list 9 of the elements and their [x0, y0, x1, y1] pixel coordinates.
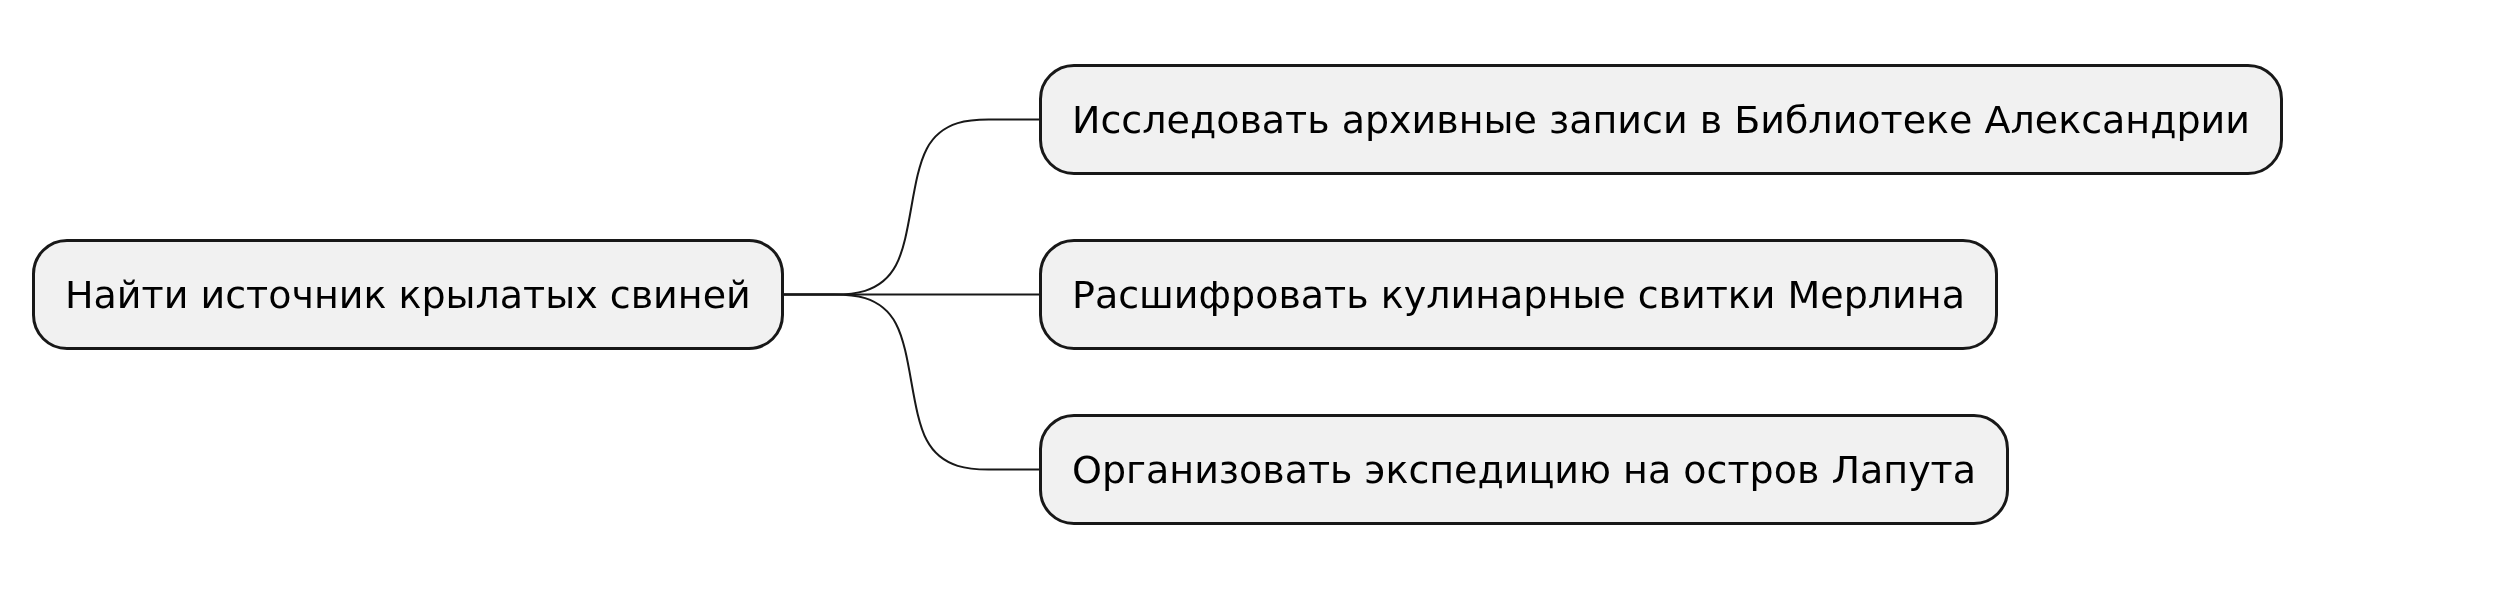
subtopic-box: [1039, 64, 2283, 175]
root-topic-box: [32, 239, 784, 350]
connector-line: [782, 293, 1040, 471]
topic-text: Расшифровать кулинарные свитки Мерлина: [1072, 272, 1965, 317]
topic-text: Организовать экспедицию на остров Лапута: [1072, 447, 1977, 492]
subtopic-box: [1039, 414, 2010, 525]
topic-text: Исследовать архивные записи в Библиотеке Александрии: [1072, 97, 2250, 142]
subtopic-box: [1039, 239, 1998, 350]
topic-text: Найти источник крылатых свиней: [65, 272, 751, 317]
